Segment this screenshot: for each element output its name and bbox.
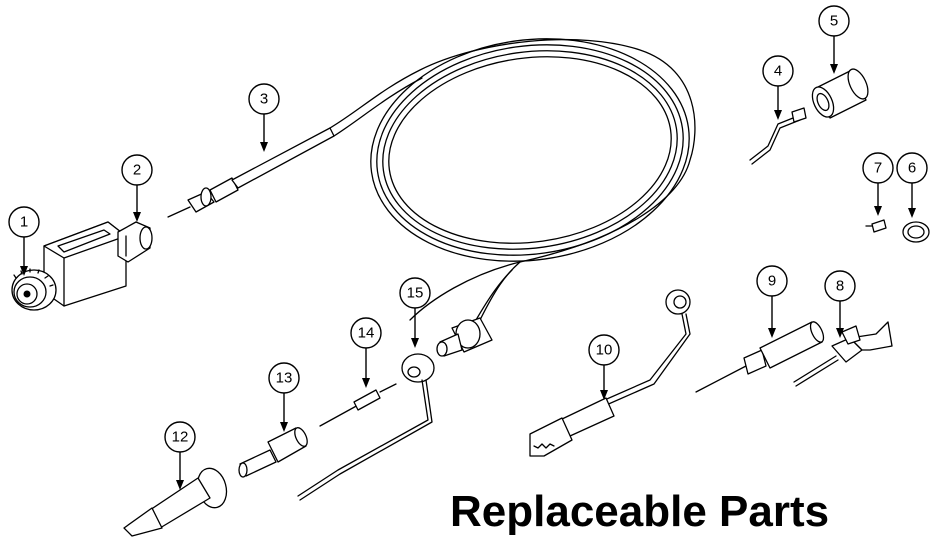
- part-12-hook-tip: [123, 467, 228, 537]
- svg-text:1: 1: [20, 214, 28, 231]
- part-1-compensation-box: [11, 221, 127, 311]
- part-4-bent-wire: [749, 107, 807, 165]
- svg-text:7: 7: [874, 160, 882, 177]
- callout-9: 9: [756, 265, 788, 338]
- part-8-hook-clip: [793, 321, 893, 387]
- svg-text:9: 9: [768, 273, 776, 290]
- part-9-grip-tip: [695, 321, 825, 393]
- part-2-connector-housing: [117, 221, 153, 263]
- callout-15: 15: [399, 277, 431, 348]
- svg-text:12: 12: [172, 429, 189, 446]
- callout-5: 5: [818, 5, 850, 74]
- callout-3: 3: [248, 83, 280, 152]
- svg-text:3: 3: [260, 91, 268, 108]
- svg-text:5: 5: [830, 13, 838, 30]
- part-5-sleeve: [811, 68, 869, 119]
- part-14-tip-pin: [319, 383, 397, 427]
- callout-10: 10: [588, 334, 620, 400]
- diagram-title: Replaceable Parts: [450, 487, 829, 536]
- svg-text:8: 8: [836, 278, 844, 295]
- svg-text:13: 13: [276, 370, 293, 387]
- part-10-ground-lead: [529, 289, 691, 457]
- part-7-small-tip: [865, 219, 887, 233]
- part-15-ground-spring: [297, 353, 435, 501]
- callout-2: 2: [121, 154, 153, 222]
- callout-8: 8: [824, 270, 856, 338]
- callout-4: 4: [762, 55, 794, 120]
- svg-text:14: 14: [358, 325, 375, 342]
- callout-14: 14: [350, 317, 382, 388]
- callout-7: 7: [862, 152, 894, 216]
- callout-12: 12: [164, 421, 196, 490]
- callout-6: 6: [896, 152, 928, 218]
- svg-text:6: 6: [908, 160, 916, 177]
- svg-text:10: 10: [596, 342, 613, 359]
- callout-1: 1: [8, 206, 40, 276]
- callout-13: 13: [268, 362, 300, 432]
- svg-text:2: 2: [133, 162, 141, 179]
- svg-text:15: 15: [407, 285, 424, 302]
- part-13-grip-sleeve: [238, 427, 308, 478]
- svg-text:4: 4: [774, 63, 782, 80]
- part-3-probe-cable: [167, 38, 696, 357]
- part-6-ring: [902, 221, 930, 243]
